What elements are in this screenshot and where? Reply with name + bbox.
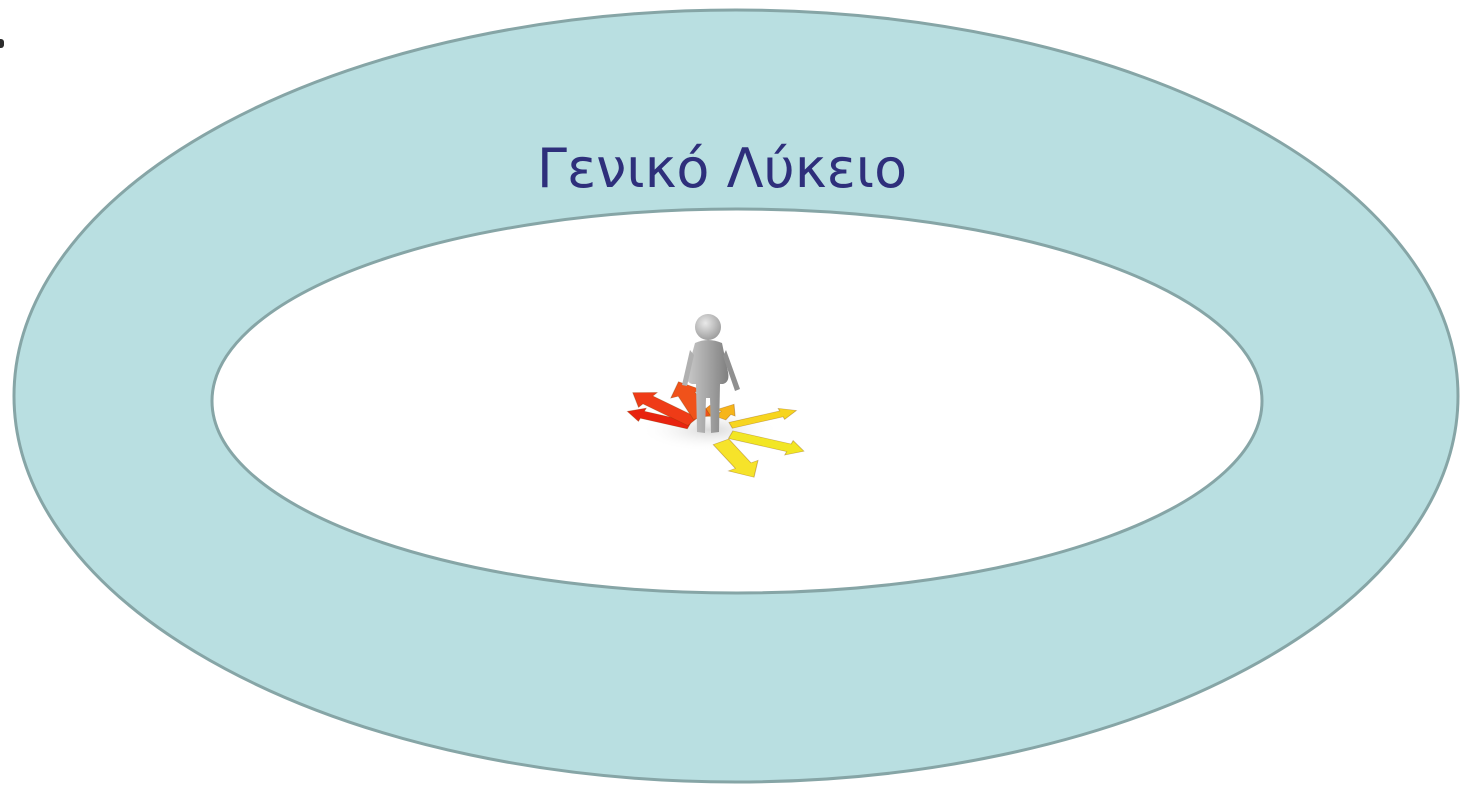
corner-mark <box>0 39 4 48</box>
direction-arrow <box>727 430 805 456</box>
direction-arrow <box>715 403 736 421</box>
outer-ring-label: Γενικό Λύκειο <box>537 137 907 200</box>
person-figure <box>682 314 740 433</box>
direction-arrow <box>712 438 759 478</box>
inner-ellipse <box>210 207 1264 595</box>
direction-arrow <box>728 407 798 429</box>
person-at-crossroads-icon <box>626 314 805 478</box>
